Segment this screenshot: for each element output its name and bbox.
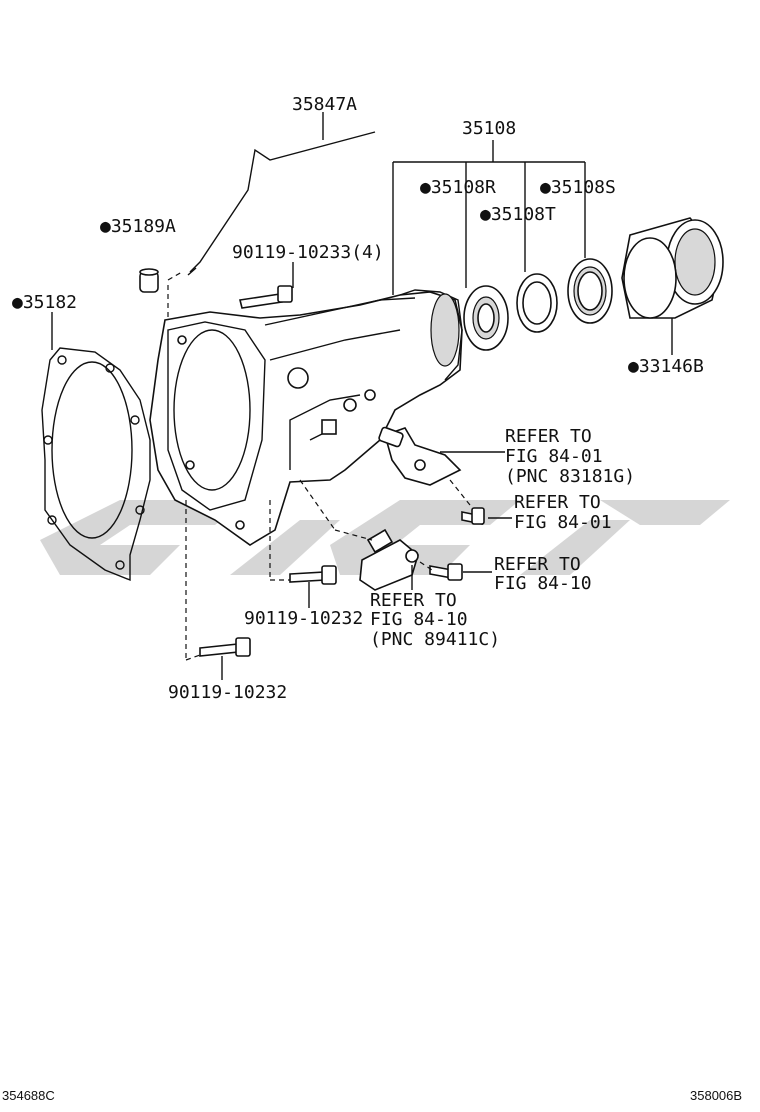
label-refer2-line2: FIG 84-01 (514, 512, 612, 533)
dust-cover (621, 217, 724, 319)
speed-sensor-lower (359, 528, 419, 591)
dash-bolt-lower-b (185, 654, 201, 661)
breather-cap (139, 268, 159, 293)
dash-sensor-lower-b (334, 529, 373, 541)
label-refer1-line1: REFER TO (505, 426, 592, 447)
label-refer1-line2: FIG 84-01 (505, 446, 603, 467)
breather-tube (187, 131, 376, 276)
label-90119-10232-lower: 90119-10232 (168, 682, 287, 703)
label-90119-10232-mid: 90119-10232 (244, 608, 363, 629)
label-refer3-line1: REFER TO (494, 554, 581, 575)
bolt-lower (199, 637, 251, 657)
seal-t (516, 273, 558, 333)
dash-bolt-lower (419, 561, 433, 571)
gasket (41, 347, 151, 582)
label-35108r: ●35108R (420, 177, 496, 198)
speed-sensor-upper (378, 426, 462, 486)
bolt-sensor-upper (461, 507, 485, 525)
bolt-sensor-lower (429, 563, 463, 581)
seal-s (567, 258, 613, 324)
label-35108: 35108 (462, 118, 516, 139)
leader-cap (167, 271, 183, 281)
label-35108s: ●35108S (540, 177, 616, 198)
label-33146b: ●33146B (628, 356, 704, 377)
label-refer4-line1: REFER TO (370, 590, 457, 611)
label-35108t: ●35108T (480, 204, 556, 225)
label-refer2-line1: REFER TO (514, 492, 601, 513)
label-35182: ●35182 (12, 292, 77, 313)
label-refer4-line2: FIG 84-10 (370, 609, 468, 630)
label-refer1-line3: (PNC 83181G) (505, 466, 635, 487)
bolt-upper (239, 285, 293, 309)
dash-sensor-lower-a (299, 479, 336, 531)
label-refer4-line3: (PNC 89411C) (370, 629, 500, 650)
label-35847a: 35847A (292, 94, 357, 115)
label-90119-10233: 90119-10233(4) (232, 242, 384, 263)
label-refer3-line2: FIG 84-10 (494, 573, 592, 594)
oil-seal-r (463, 285, 509, 351)
footer-left-code: 354688C (2, 1088, 55, 1103)
bolt-mid (289, 565, 337, 585)
extension-housing (149, 289, 463, 546)
footer-right-code: 358006B (690, 1088, 742, 1103)
label-35189a: ●35189A (100, 216, 176, 237)
